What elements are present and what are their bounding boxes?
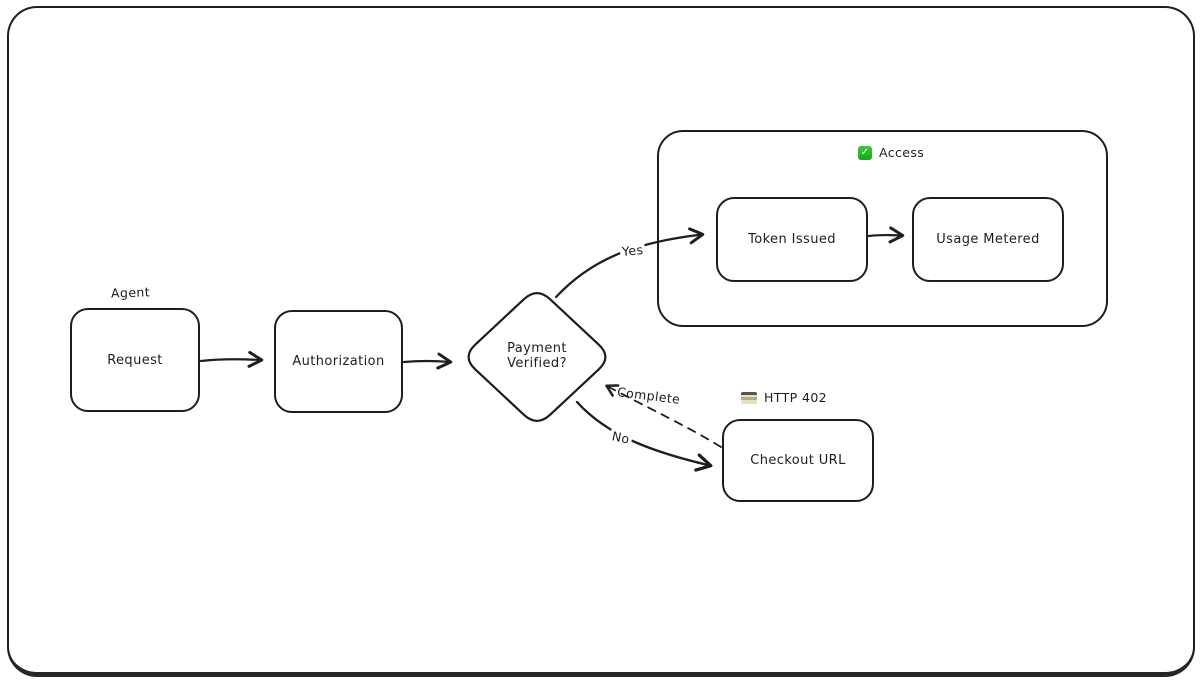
credit-card-icon [741,391,757,404]
node-authorization: Authorization [274,310,403,413]
http402-caption-label: HTTP 402 [764,390,828,405]
arrow-yes-to-token-issued [554,227,705,299]
access-caption-label: Access [879,145,925,160]
http402-caption: HTTP 402 [741,390,827,405]
node-checkout-url-label: Checkout URL [750,453,846,468]
arrow-authorization-to-diamond [402,352,453,370]
node-checkout-url: Checkout URL [722,419,874,502]
outer-frame [7,6,1195,677]
node-authorization-label: Authorization [292,354,385,369]
arrow-request-to-authorization [199,350,264,368]
node-request-label: Request [107,352,163,368]
node-payment-verified-label: Payment Verified? [507,341,567,372]
access-caption: ✓ Access [858,145,924,160]
arrow-no-to-checkout [575,400,713,472]
edge-label-yes: Yes [619,241,647,260]
node-usage-metered-label: Usage Metered [936,232,1040,247]
node-request: Request [70,308,200,412]
node-token-issued: Token Issued [716,197,868,282]
arrow-token-to-usage [867,226,905,244]
check-icon: ✓ [858,145,872,160]
node-token-issued-label: Token Issued [748,232,836,247]
arrow-complete-to-diamond [605,384,722,448]
check-glyph: ✓ [860,146,870,158]
agent-label: Agent [110,284,151,301]
payment-verified-diamond [467,292,607,422]
node-usage-metered: Usage Metered [912,197,1064,282]
